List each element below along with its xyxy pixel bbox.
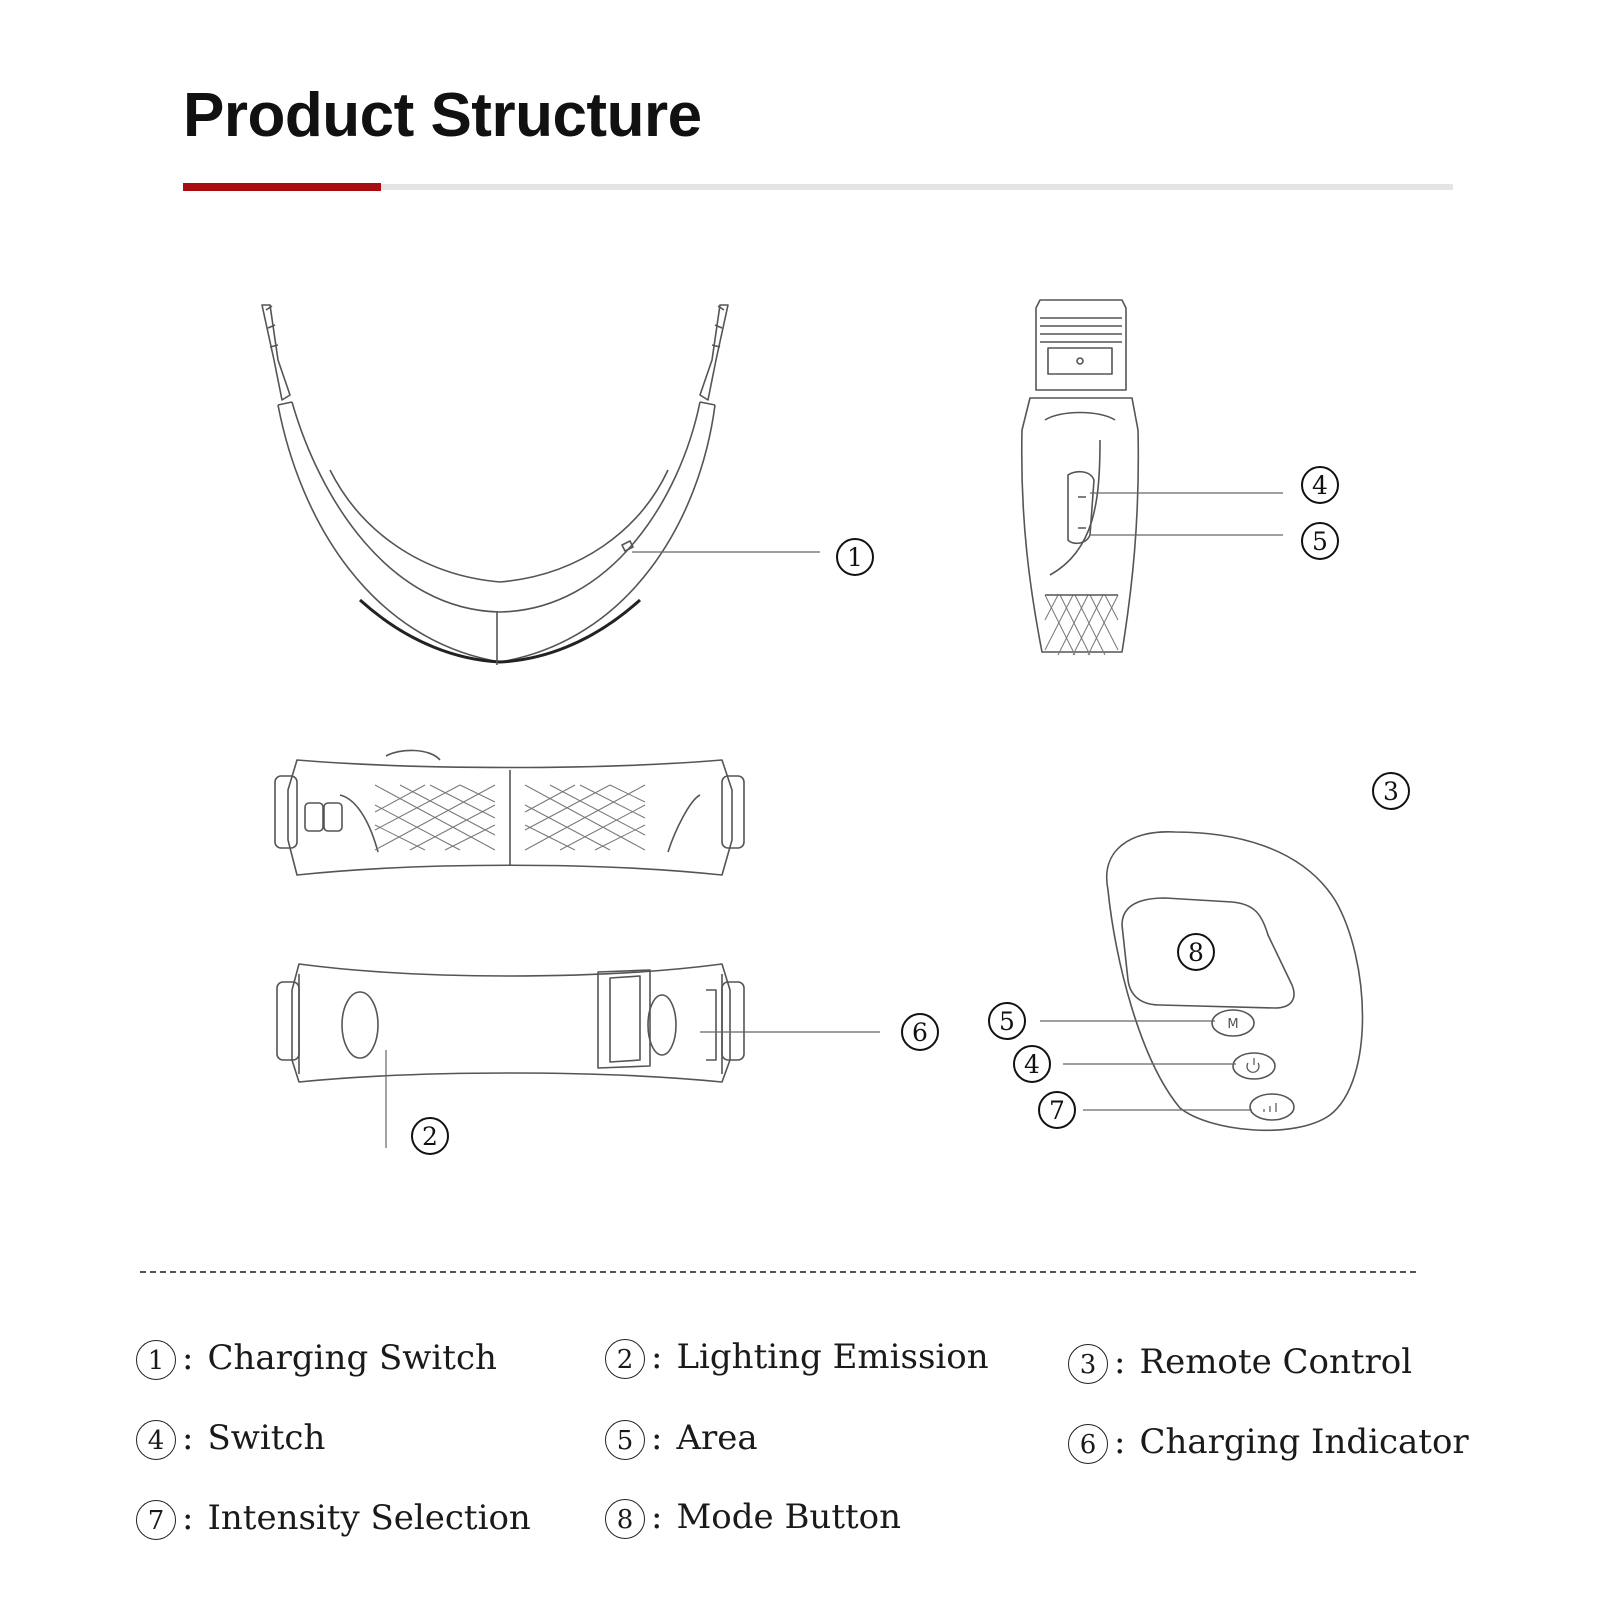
legend-mark-8: 8 xyxy=(605,1499,645,1539)
callout-7: 7 xyxy=(1049,1096,1065,1125)
callout-4: 4 xyxy=(1312,471,1328,500)
legend-label-8: Mode Button xyxy=(676,1497,902,1537)
device-back-view xyxy=(276,963,745,1083)
legend-item-5: 5:Area xyxy=(605,1418,758,1460)
legend-mark-3: 3 xyxy=(1068,1344,1108,1384)
legend-label-5: Area xyxy=(676,1418,758,1458)
callout-5-circle xyxy=(1301,522,1339,560)
legend-item-8: 8:Mode Button xyxy=(605,1497,901,1539)
legend-item-7: 7:Intensity Selection xyxy=(136,1498,531,1540)
device-front-view xyxy=(274,749,745,876)
callout-5: 5 xyxy=(1312,527,1328,556)
callout-5b-circle xyxy=(988,1002,1026,1040)
callout-2: 2 xyxy=(422,1122,438,1151)
legend-item-2: 2:Lighting Emission xyxy=(605,1337,989,1379)
callout-4b-circle xyxy=(1013,1045,1051,1083)
legend-item-4: 4:Switch xyxy=(136,1418,325,1460)
callout-4-circle xyxy=(1301,466,1339,504)
remote-mode-label: M xyxy=(1227,1017,1238,1032)
callout-8-circle xyxy=(1177,933,1215,971)
callout-2-circle xyxy=(411,1117,449,1155)
legend-mark-7: 7 xyxy=(136,1500,176,1540)
remote-mode-button[interactable] xyxy=(1211,1009,1255,1037)
callout-8: 8 xyxy=(1188,938,1204,967)
legend-mark-6: 6 xyxy=(1068,1424,1108,1464)
legend-mark-1: 1 xyxy=(136,1340,176,1380)
leader-lines xyxy=(385,492,1283,1148)
legend-item-3: 3:Remote Control xyxy=(1068,1342,1412,1384)
callout-1-circle xyxy=(836,538,874,576)
device-side-view xyxy=(1020,299,1140,656)
remote-intensity-button[interactable] xyxy=(1249,1093,1295,1121)
legend-label-1: Charging Switch xyxy=(207,1338,497,1378)
legend-label-6: Charging Indicator xyxy=(1139,1422,1469,1462)
legend-item-1: 1:Charging Switch xyxy=(136,1338,497,1380)
device-u-band xyxy=(261,304,729,665)
callout-3-circle xyxy=(1372,772,1410,810)
legend-mark-4: 4 xyxy=(136,1420,176,1460)
callout-6: 6 xyxy=(912,1018,928,1047)
title-accent-bar xyxy=(183,183,381,191)
legend-label-7: Intensity Selection xyxy=(207,1498,531,1538)
callout-5b: 5 xyxy=(999,1007,1015,1036)
legend-label-3: Remote Control xyxy=(1139,1342,1413,1382)
callout-4b: 4 xyxy=(1024,1050,1040,1079)
legend-label-4: Switch xyxy=(207,1418,326,1458)
section-divider xyxy=(140,1271,1416,1273)
page-title: Product Structure xyxy=(183,81,702,150)
remote-power-button[interactable] xyxy=(1232,1052,1276,1080)
remote-control xyxy=(1105,831,1364,1131)
legend-mark-2: 2 xyxy=(605,1339,645,1379)
legend-item-6: 6:Charging Indicator xyxy=(1068,1422,1469,1464)
callout-1: 1 xyxy=(847,543,863,572)
title-underline xyxy=(183,184,1453,190)
callout-7-circle xyxy=(1038,1091,1076,1129)
callout-3: 3 xyxy=(1383,777,1399,806)
legend-mark-5: 5 xyxy=(605,1420,645,1460)
legend-label-2: Lighting Emission xyxy=(676,1337,989,1377)
callout-6-circle xyxy=(901,1013,939,1051)
